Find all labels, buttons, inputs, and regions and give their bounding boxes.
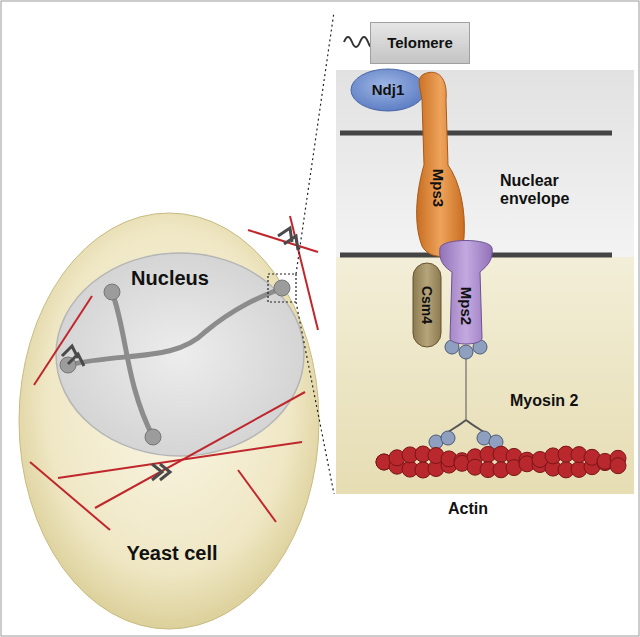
nucleus-outline: [55, 252, 305, 457]
node-label: Csm4: [419, 286, 435, 324]
zoom-line: [296, 12, 334, 274]
yeast-cell: Yeast cell Nucleus: [18, 212, 320, 630]
inner-membrane: [340, 131, 612, 136]
protein-label: Myosin 2: [510, 392, 620, 410]
node-label: Nucleus: [131, 267, 209, 290]
ndj1-protein: Ndj1: [350, 68, 426, 112]
myosin-chain: [429, 340, 503, 449]
csm4-protein-outline: [412, 262, 442, 348]
zoom-square: [268, 274, 296, 302]
mps3-protein-outline: [408, 70, 468, 262]
zoom-line: [296, 302, 334, 494]
mps2-protein-outline: [432, 238, 500, 348]
telomere-box-outline: [370, 22, 470, 64]
outer-membrane: [340, 253, 612, 258]
actin-filament: [376, 446, 626, 478]
mps2-protein: Mps2: [432, 238, 500, 348]
node-label: Mps2: [457, 287, 474, 325]
ndj1-protein-outline: [350, 68, 426, 112]
node-label: Ndj1: [372, 81, 405, 98]
telomere-dna: [344, 37, 372, 47]
actin-cables: [30, 216, 318, 530]
membrane-label: Nuclear envelope: [500, 172, 610, 209]
nucleoplasm-region: [336, 70, 634, 257]
telomere-box: Telomere: [370, 22, 470, 64]
csm4-protein: Csm4: [412, 262, 442, 348]
nucleus: Nucleus: [55, 252, 305, 457]
node-label: Yeast cell: [126, 542, 217, 565]
yeast-cell-outline: [18, 212, 320, 630]
node-label: Mps3: [429, 169, 446, 207]
movement-chevrons: [62, 228, 298, 480]
cytoplasm-region: [336, 257, 634, 494]
mps3-protein: Mps3: [408, 70, 468, 262]
filament-label: Actin: [448, 500, 538, 518]
node-label: Telomere: [387, 34, 453, 51]
